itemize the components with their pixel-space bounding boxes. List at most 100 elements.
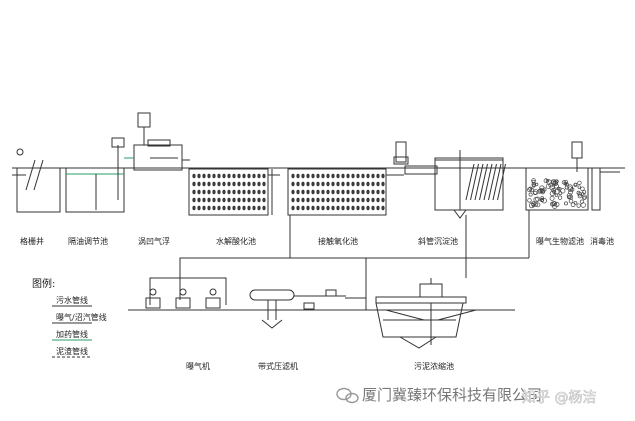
media-element	[257, 181, 261, 187]
filter-granule	[541, 198, 547, 204]
media-element	[207, 197, 211, 203]
filter-granule	[582, 195, 587, 200]
media-element	[356, 181, 360, 187]
media-element	[242, 205, 246, 211]
settler-tube	[465, 163, 475, 201]
filter-granule	[567, 186, 574, 192]
media-element	[356, 173, 360, 179]
media-element	[207, 173, 211, 179]
filter-granule	[577, 185, 581, 189]
media-element	[227, 197, 231, 203]
filter-granule	[554, 193, 559, 197]
media-element	[311, 173, 315, 179]
media-element	[197, 197, 201, 203]
media-element	[212, 173, 216, 179]
media-element	[232, 205, 236, 211]
watermark-company: 厦门冀臻环保科技有限公司	[362, 386, 542, 404]
media-element	[222, 205, 226, 211]
media-element	[237, 181, 241, 187]
filter-granule	[565, 182, 569, 187]
media-element	[381, 205, 385, 211]
media-element	[257, 205, 261, 211]
media-element	[232, 189, 236, 195]
legend-label-sludge: 泥渣管线	[56, 346, 88, 356]
air-flotation-unit	[124, 112, 190, 171]
settler-tube	[474, 163, 484, 201]
media-element	[217, 189, 221, 195]
media-element	[306, 197, 310, 203]
media-element	[227, 189, 231, 195]
filter-granule	[531, 182, 536, 187]
media-element	[296, 189, 300, 195]
settler-tube	[497, 163, 506, 201]
legend-label-sewage: 污水管线	[56, 295, 88, 305]
media-element	[361, 205, 365, 211]
watermark-overlay: 知乎 @杨洁	[522, 389, 596, 406]
media-element	[217, 197, 221, 203]
media-element	[321, 181, 325, 187]
filter-granule	[551, 201, 557, 207]
media-element	[197, 181, 201, 187]
media-element	[237, 173, 241, 179]
blower-group	[145, 277, 227, 309]
media-element	[212, 181, 216, 187]
filter-granule	[551, 187, 556, 193]
media-element	[326, 173, 330, 179]
media-element	[366, 173, 370, 179]
media-element	[212, 197, 216, 203]
media-element	[376, 205, 380, 211]
watermark: 厦门冀臻环保科技有限公司 知乎 @杨洁	[336, 386, 597, 406]
media-element	[381, 189, 385, 195]
filter-granule	[550, 179, 557, 185]
media-element	[247, 173, 251, 179]
label-beltpress: 带式压滤机	[258, 361, 298, 371]
filter-granule	[529, 187, 535, 193]
media-element	[351, 197, 355, 203]
media-element	[316, 205, 320, 211]
media-element	[242, 173, 246, 179]
media-element	[346, 173, 350, 179]
media-element	[291, 181, 295, 187]
media-element	[336, 197, 340, 203]
label-blower: 曝气机	[186, 361, 210, 371]
media-element	[232, 181, 236, 187]
filter-granule	[550, 201, 555, 207]
media-element	[262, 181, 266, 187]
filter-granule	[549, 195, 555, 201]
media-element	[311, 181, 315, 187]
media-element	[331, 189, 335, 195]
filter-granule	[531, 179, 536, 184]
label-disinfect: 消毒池	[590, 236, 614, 246]
media-element	[306, 205, 310, 211]
unit-labels: 格栅井 隔油调节池 涡凹气浮 水解酸化池 接触氧化池 斜管沉淀池 曝气生物滤池 …	[20, 236, 614, 371]
media-element	[252, 197, 256, 203]
filter-granule	[528, 192, 533, 197]
hydrolysis-tank	[188, 168, 280, 216]
filter-granule	[566, 193, 573, 199]
media-element	[346, 197, 350, 203]
media-element	[262, 197, 266, 203]
filter-granule	[531, 201, 536, 207]
label-contact: 接触氧化池	[318, 236, 358, 246]
media-element	[376, 173, 380, 179]
filter-granule	[581, 192, 585, 196]
filter-granule	[557, 195, 563, 200]
media-element	[316, 189, 320, 195]
media-element	[361, 173, 365, 179]
media-element	[202, 197, 206, 203]
settler-tube	[483, 163, 493, 201]
media-element	[356, 189, 360, 195]
equalization-tank	[65, 137, 125, 213]
settler-tube	[479, 163, 488, 201]
filter-granule	[532, 183, 536, 188]
media-element	[336, 189, 340, 195]
media-element	[217, 173, 221, 179]
media-element	[252, 181, 256, 187]
media-element	[341, 189, 345, 195]
media-element	[381, 173, 385, 179]
media-element	[316, 173, 320, 179]
media-element	[341, 173, 345, 179]
media-element	[306, 189, 310, 195]
label-grit: 格栅井	[20, 236, 44, 246]
